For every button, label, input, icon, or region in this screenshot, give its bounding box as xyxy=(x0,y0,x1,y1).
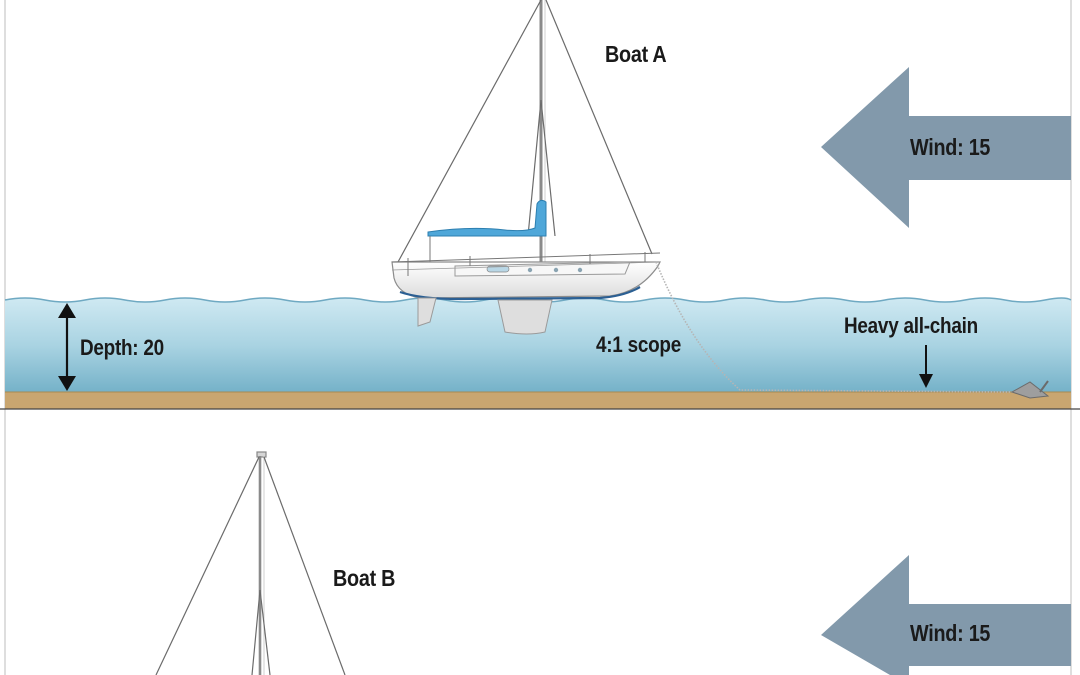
wind-arrow-a xyxy=(821,67,1071,228)
boat-b-label: Boat B xyxy=(333,565,396,591)
anchor-icon xyxy=(1010,380,1050,399)
chain-label: Heavy all-chain xyxy=(844,313,978,338)
wind-label-b: Wind: 15 xyxy=(910,620,991,646)
boat-a-hull xyxy=(391,252,661,335)
boat-b-rigging xyxy=(155,451,346,675)
boat-a-label: Boat A xyxy=(605,41,667,67)
anchor-rode xyxy=(655,261,1016,393)
chain-pointer-arrow xyxy=(919,345,933,388)
boat-a-bimini xyxy=(427,199,547,237)
wind-label-a: Wind: 15 xyxy=(910,134,991,160)
depth-label: Depth: 20 xyxy=(80,335,164,360)
panel-b xyxy=(155,451,1071,675)
panel-a xyxy=(0,0,1080,410)
water-body xyxy=(5,298,1071,393)
scope-label: 4:1 scope xyxy=(596,332,681,357)
wind-arrow-b xyxy=(821,555,1071,675)
seabed xyxy=(5,392,1071,409)
depth-arrow xyxy=(58,303,76,391)
boat-a-rigging xyxy=(397,0,653,263)
